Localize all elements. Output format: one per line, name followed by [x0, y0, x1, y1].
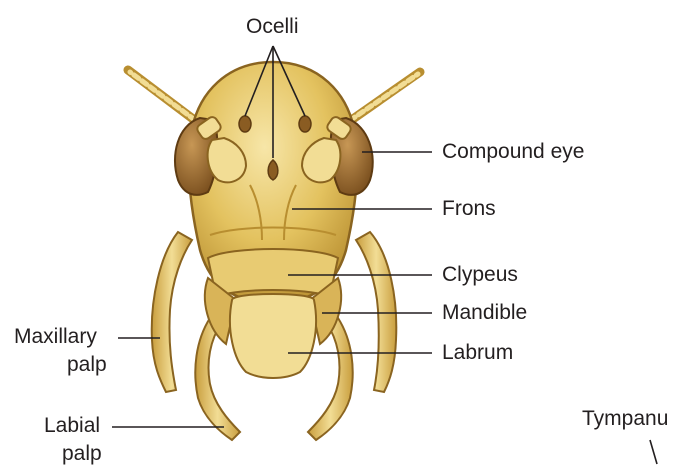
left-maxillary-palp [152, 232, 192, 392]
label-ocelli: Ocelli [246, 14, 299, 40]
clypeus-plate [208, 249, 338, 296]
right-maxillary-palp [356, 232, 396, 392]
right-antenna-segments [342, 74, 418, 126]
label-maxillary-palp-line1: Maxillary [14, 324, 97, 350]
labrum-plate [230, 294, 316, 378]
left-antenna-segments [130, 72, 203, 126]
label-labrum: Labrum [442, 340, 513, 366]
tympanum-leader [650, 440, 657, 464]
label-compound-eye: Compound eye [442, 139, 584, 165]
label-clypeus: Clypeus [442, 262, 518, 288]
label-tympanum-partial: Tympanu [582, 406, 676, 432]
label-labial-palp-line2: palp [62, 441, 102, 467]
label-labial-palp-line1: Labial [44, 413, 100, 439]
label-maxillary-palp-line2: palp [67, 352, 107, 378]
label-frons: Frons [442, 196, 496, 222]
label-mandible: Mandible [442, 300, 527, 326]
